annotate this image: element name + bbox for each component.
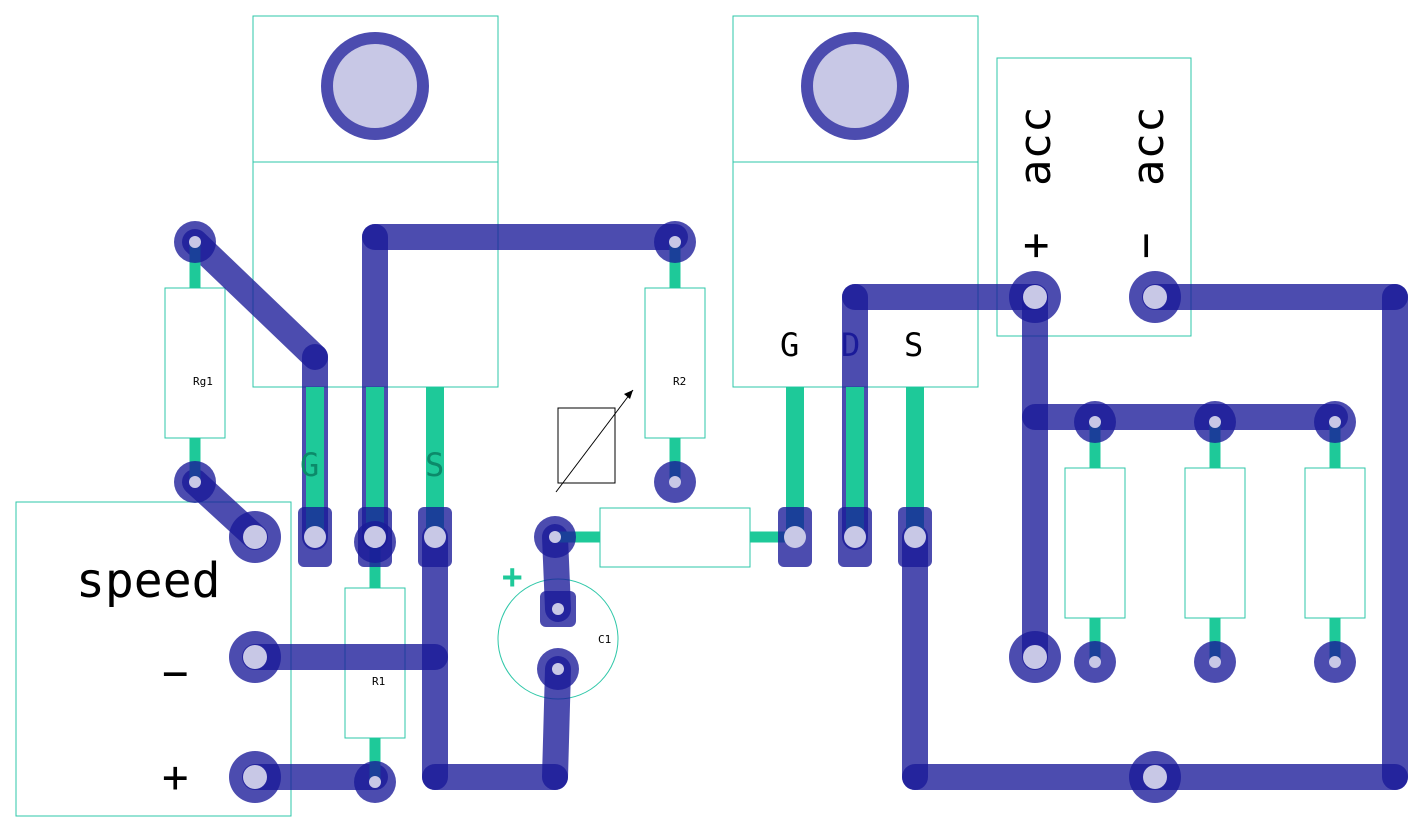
acc-plus-sign: + — [1010, 233, 1061, 260]
q1-g-label: G — [300, 446, 319, 484]
pot-symbol — [557, 407, 616, 484]
speed-plus-label: + — [162, 752, 189, 803]
q2-drain-leg — [846, 387, 864, 537]
component-pads — [174, 221, 1356, 803]
resistor-c-outline — [1304, 467, 1366, 619]
resistor-b-outline — [1184, 467, 1246, 619]
resistor-horizontal-outline — [599, 507, 751, 568]
q2-s-label: S — [904, 326, 923, 364]
resistor-a-outline — [1064, 467, 1126, 619]
rg1-outline — [164, 287, 226, 439]
rg1-label: Rg1 — [193, 375, 213, 388]
r2-outline — [644, 287, 706, 439]
acc-minus-sign: − — [1120, 233, 1171, 260]
acc-minus-word: acc — [1123, 107, 1174, 186]
r2-label: R2 — [673, 375, 686, 388]
r1-label: R1 — [372, 675, 385, 688]
silkscreen-labels: speed − + acc acc + − G S G D S Rg1 R2 R… — [76, 107, 1174, 803]
q1-s-label: S — [425, 446, 444, 484]
speed-label: speed — [76, 553, 221, 609]
acc-connector-outline — [996, 57, 1192, 337]
c1-plus-label: + — [502, 557, 522, 597]
q2-d-label: D — [841, 326, 860, 364]
speed-minus-label: − — [162, 648, 189, 699]
pot-arrow — [555, 389, 634, 493]
pot-arrowhead — [624, 390, 633, 399]
q2-gate-leg — [786, 387, 804, 537]
q2-source-leg — [906, 387, 924, 537]
c1-label: C1 — [598, 633, 611, 646]
acc-plus-word: acc — [1010, 107, 1061, 186]
q2-mounting-hole — [813, 44, 897, 128]
mounting-holes — [321, 32, 909, 140]
q1-drain-leg — [366, 387, 384, 537]
q2-g-label: G — [780, 326, 799, 364]
q1-mounting-hole — [333, 44, 417, 128]
q1-gate-leg — [306, 387, 324, 537]
q1-source-leg — [426, 387, 444, 537]
connector-pads — [229, 271, 1181, 803]
